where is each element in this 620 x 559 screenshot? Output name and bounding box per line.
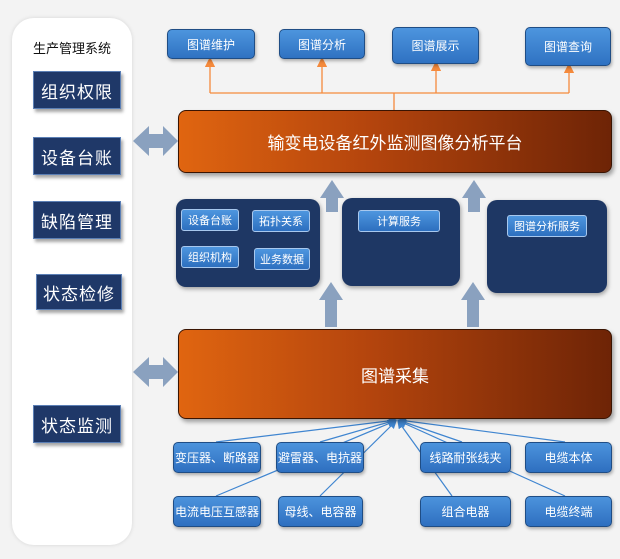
source-arrester-reactor[interactable]: 避雷器、电抗器 [276, 442, 364, 473]
source-transformer-breaker[interactable]: 变压器、断路器 [173, 442, 261, 473]
up-arrow-icon [319, 282, 343, 327]
service-map-analysis[interactable]: 图谱分析服务 [507, 215, 587, 237]
service-equipment-ledger[interactable]: 设备台账 [181, 209, 239, 231]
system-item-condition-monitoring[interactable]: 状态监测 [33, 405, 121, 443]
service-topology[interactable]: 拓扑关系 [252, 210, 310, 232]
function-map-analysis[interactable]: 图谱分析 [279, 29, 365, 59]
service-organization[interactable]: 组织机构 [181, 246, 239, 268]
system-title: 生产管理系统 [32, 42, 111, 57]
function-map-display[interactable]: 图谱展示 [392, 27, 479, 64]
system-item-defect-management[interactable]: 缺陷管理 [33, 201, 121, 239]
double-arrow-icon [133, 357, 178, 387]
source-current-voltage-transformer[interactable]: 电流电压互感器 [173, 496, 261, 527]
system-item-equipment-ledger[interactable]: 设备台账 [33, 137, 121, 175]
system-item-org-permission[interactable]: 组织权限 [33, 71, 121, 109]
service-business-data[interactable]: 业务数据 [254, 248, 310, 270]
map-analysis-service-panel [487, 200, 607, 293]
source-line-tension-clamp[interactable]: 线路耐张线夹 [420, 442, 511, 473]
source-busbar-capacitor[interactable]: 母线、电容器 [278, 496, 363, 527]
source-cable-body[interactable]: 电缆本体 [525, 442, 612, 473]
up-arrow-icon [461, 282, 485, 327]
service-compute[interactable]: 计算服务 [358, 210, 440, 232]
sources-to-collection-connector [215, 416, 566, 497]
analysis-platform-bar: 输变电设备红外监测图像分析平台 [178, 110, 612, 173]
system-item-condition-maintenance[interactable]: 状态检修 [36, 274, 122, 310]
platform-to-functions-connector [204, 56, 575, 110]
up-arrow-icon [320, 180, 344, 212]
source-gis[interactable]: 组合电器 [420, 496, 511, 527]
double-arrow-icon [133, 126, 178, 156]
source-cable-terminal[interactable]: 电缆终端 [525, 496, 612, 527]
up-arrow-icon [462, 180, 486, 212]
function-map-query[interactable]: 图谱查询 [525, 27, 611, 66]
function-map-maintenance[interactable]: 图谱维护 [167, 29, 255, 59]
map-collection-bar: 图谱采集 [178, 329, 612, 419]
